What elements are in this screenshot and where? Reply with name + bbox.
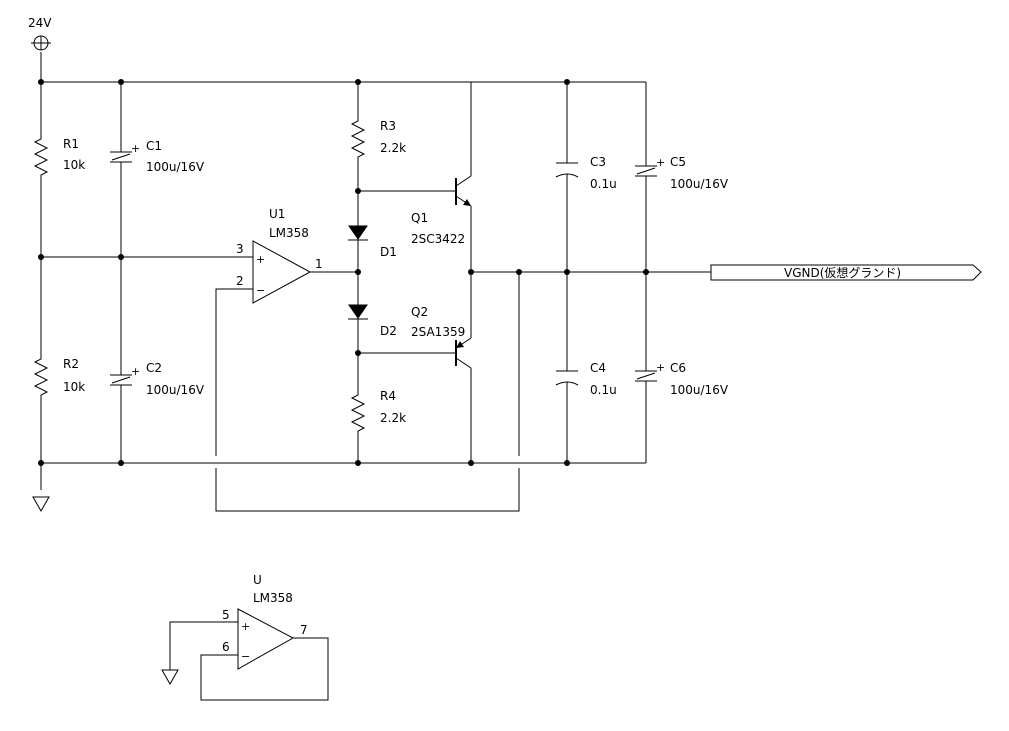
junction-dot (564, 460, 570, 466)
wires (40, 52, 711, 512)
junction-dot (118, 79, 124, 85)
junction-dot (355, 79, 361, 85)
transistor-q1: Q1 2SC3422 (411, 175, 472, 246)
diode-d2-ref: D2 (380, 324, 397, 338)
opamp-unused-value: LM358 (253, 591, 293, 605)
capacitor-c3-value: 0.1u (590, 177, 617, 191)
junction-dot (38, 460, 44, 466)
capacitor-c1-polarity: + (131, 142, 140, 155)
resistor-r4-value: 2.2k (380, 411, 406, 425)
capacitor-c5-polarity: + (656, 156, 665, 169)
resistor-r4: R4 2.2k (350, 389, 406, 433)
capacitor-c5-value: 100u/16V (670, 177, 729, 191)
resistor-r1: R1 10k (33, 135, 85, 177)
capacitor-c4-ref: C4 (590, 361, 606, 375)
diode-d1-ref: D1 (380, 245, 397, 259)
opamp-u1-value: LM358 (269, 226, 309, 240)
supply-terminal: 24V (28, 16, 52, 51)
capacitor-c6-value: 100u/16V (670, 383, 729, 397)
capacitor-c4: C4 0.1u (555, 361, 617, 397)
transistor-q1-value: 2SC3422 (411, 232, 465, 246)
junction-dots (38, 79, 649, 466)
diode-d2: D2 (348, 304, 397, 338)
resistor-r3-ref: R3 (380, 119, 396, 133)
opamp-unused-ground-symbol (161, 669, 179, 686)
ground-symbol (32, 496, 50, 513)
capacitor-c2-value: 100u/16V (146, 383, 205, 397)
capacitor-c1-value: 100u/16V (146, 160, 205, 174)
capacitor-c2-ref: C2 (146, 361, 162, 375)
vgnd-net-flag: VGND(仮想グランド) (710, 264, 982, 281)
opamp-unused-ref: U (253, 573, 262, 587)
junction-dot (38, 79, 44, 85)
capacitor-c3-ref: C3 (590, 155, 606, 169)
opamp-u1-plus-sign: + (256, 253, 265, 266)
capacitor-c6-polarity: + (656, 361, 665, 374)
transistor-q1-ref: Q1 (411, 211, 428, 225)
capacitor-c5: + C5 100u/16V (635, 155, 729, 191)
resistor-r2-ref: R2 (63, 357, 79, 371)
junction-dot (468, 269, 474, 275)
opamp-u1-pin-out: 1 (315, 257, 323, 271)
junction-dot (564, 79, 570, 85)
opamp-u1-minus-sign: − (256, 284, 265, 297)
diode-d1: D1 (348, 225, 397, 259)
opamp-unused-pin-plus: 5 (222, 608, 230, 622)
opamp-unused-feedback-wire (200, 637, 329, 701)
junction-dot (516, 269, 522, 275)
transistor-q2: Q2 2SA1359 (411, 305, 472, 369)
capacitor-c6-ref: C6 (670, 361, 686, 375)
junction-dot (643, 269, 649, 275)
opamp-u1-ref: U1 (269, 207, 285, 221)
capacitor-c3: C3 0.1u (555, 155, 617, 191)
capacitor-c2: + C2 100u/16V (110, 361, 205, 397)
resistor-r1-value: 10k (63, 158, 85, 172)
capacitor-c5-ref: C5 (670, 155, 686, 169)
top-rail-wire (40, 52, 646, 83)
opamp-unused-pin-minus: 6 (222, 640, 230, 654)
resistor-r3-value: 2.2k (380, 141, 406, 155)
junction-dot (564, 269, 570, 275)
vgnd-net-label: VGND(仮想グランド) (784, 265, 901, 280)
capacitor-c6: + C6 100u/16V (635, 361, 729, 397)
junction-dot (355, 188, 361, 194)
resistor-r2: R2 10k (33, 355, 85, 397)
capacitor-c1: + C1 100u/16V (110, 139, 205, 174)
opamp-unused-plus-wire (169, 621, 238, 670)
opamp-u1: + − 3 2 1 U1 LM358 (236, 207, 323, 304)
junction-dot (118, 460, 124, 466)
capacitor-c2-polarity: + (131, 365, 140, 378)
resistor-r4-ref: R4 (380, 389, 396, 403)
opamp-unused-section: + − 5 6 7 U LM358 (161, 573, 329, 701)
capacitor-c4-value: 0.1u (590, 383, 617, 397)
transistor-q2-value: 2SA1359 (411, 325, 465, 339)
junction-dot (355, 460, 361, 466)
opamp-unused-minus-sign: − (241, 650, 250, 663)
resistor-r3: R3 2.2k (350, 117, 406, 159)
opamp-u1-pin-minus: 2 (236, 274, 244, 288)
u1-minus-feedback-wire (215, 272, 520, 512)
capacitor-c1-ref: C1 (146, 139, 162, 153)
opamp-unused-pin-out: 7 (300, 623, 308, 637)
junction-dot (355, 269, 361, 275)
opamp-u1-pin-plus: 3 (236, 242, 244, 256)
junction-dot (118, 254, 124, 260)
junction-dot (355, 350, 361, 356)
resistor-r1-ref: R1 (63, 137, 79, 151)
junction-dot (468, 460, 474, 466)
resistor-r2-value: 10k (63, 380, 85, 394)
supply-label: 24V (28, 16, 52, 30)
junction-dot (38, 254, 44, 260)
transistor-q2-ref: Q2 (411, 305, 428, 319)
opamp-unused-plus-sign: + (241, 620, 250, 633)
